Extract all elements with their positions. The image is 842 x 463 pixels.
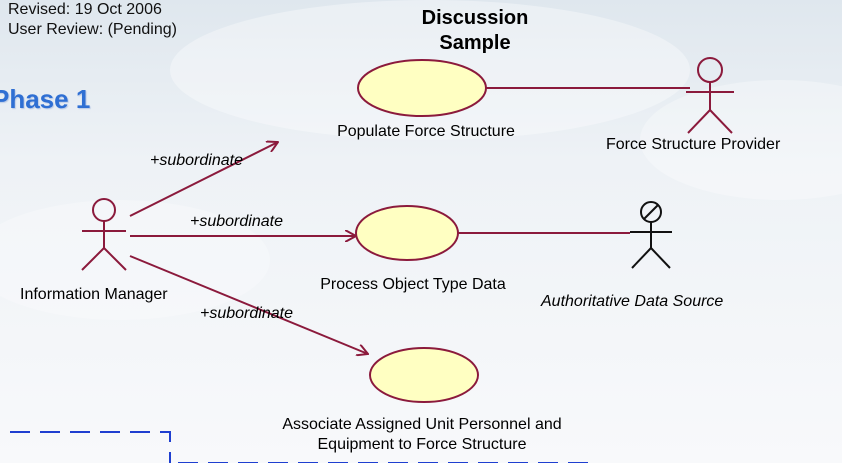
arrow-to-populate (129, 142, 278, 217)
revised-date: Revised: 19 Oct 2006 (8, 1, 162, 18)
edge-label-subordinate-1: +subordinate (150, 152, 243, 169)
edge-label-subordinate-2: +subordinate (190, 213, 283, 230)
actor-force-structure-provider-label: Force Structure Provider (606, 136, 781, 153)
phase-label: Phase 1 (0, 84, 91, 114)
edge-label-subordinate-3: +subordinate (200, 305, 293, 322)
use-case-process-ellipse[interactable] (355, 205, 459, 261)
actor-force-structure-provider-icon[interactable] (686, 57, 734, 134)
use-case-populate-label: Populate Force Structure (337, 123, 515, 140)
actor-authoritative-data-source-icon[interactable] (630, 201, 672, 269)
use-case-associate-label: Associate Assigned Unit Personnel and Eq… (232, 415, 612, 455)
use-case-populate-ellipse[interactable] (357, 59, 487, 117)
use-case-process-label: Process Object Type Data (320, 276, 506, 293)
actor-information-manager-label: Information Manager (20, 286, 168, 303)
use-case-associate-label-line1: Associate Assigned Unit Personnel and (282, 416, 562, 433)
actor-authoritative-data-source-label: Authoritative Data Source (541, 293, 724, 310)
arrow-to-associate (129, 255, 368, 354)
dashed-boundary (10, 431, 590, 463)
actor-information-manager-icon[interactable] (81, 198, 127, 271)
diagram-title-line1: Discussion (421, 7, 529, 29)
use-case-associate-ellipse[interactable] (369, 347, 479, 403)
user-review-status: User Review: (Pending) (8, 21, 177, 38)
use-case-associate-label-line2: Equipment to Force Structure (317, 436, 527, 453)
diagram-title: Discussion Sample (405, 6, 545, 56)
diagram-title-line2: Sample (439, 32, 511, 54)
